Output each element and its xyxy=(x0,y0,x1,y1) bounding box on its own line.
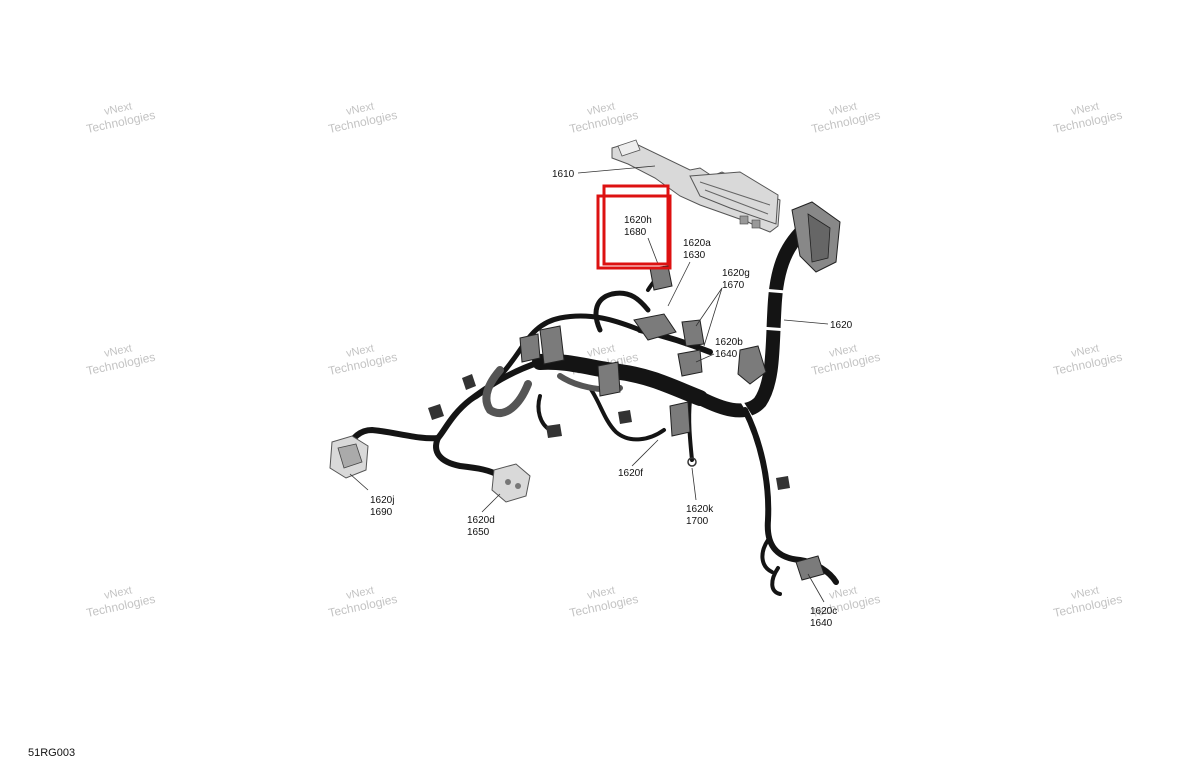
callout-1620h-ref[interactable]: 1620h xyxy=(624,215,652,226)
watermark: vNext Technologies xyxy=(327,342,398,378)
callout-1620d-qty[interactable]: 1650 xyxy=(467,527,490,538)
watermark: vNext Technologies xyxy=(568,584,639,620)
watermark-line1: vNext xyxy=(103,342,133,360)
watermark-line1: vNext xyxy=(586,100,616,118)
watermark: vNext Technologies xyxy=(327,584,398,620)
watermark: vNext Technologies xyxy=(810,100,881,136)
watermark-line1: vNext xyxy=(586,342,616,360)
callout-1620a-qty[interactable]: 1630 xyxy=(683,250,706,261)
watermark: vNext Technologies xyxy=(568,100,639,136)
callout-1620j-ref[interactable]: 1620j xyxy=(370,495,394,506)
callout-1620g-ref[interactable]: 1620g xyxy=(722,268,750,279)
watermark-line1: vNext xyxy=(828,342,858,360)
callout-1620-ref[interactable]: 1620 xyxy=(830,320,853,331)
watermark: vNext Technologies xyxy=(327,100,398,136)
callout-1620k-ref[interactable]: 1620k xyxy=(686,504,714,515)
watermark-line1: vNext xyxy=(586,584,616,602)
callout-1620h-qty[interactable]: 1680 xyxy=(624,227,647,238)
watermark: vNext Technologies xyxy=(1052,584,1123,620)
callout-1620b-ref[interactable]: 1620b xyxy=(715,337,743,348)
watermark: vNext Technologies xyxy=(85,100,156,136)
callout-1620c-ref[interactable]: 1620c xyxy=(810,606,837,617)
highlight-box xyxy=(596,184,672,270)
watermark-line1: vNext xyxy=(345,100,375,118)
watermark-line1: vNext xyxy=(103,584,133,602)
callout-1610-ref[interactable]: 1610 xyxy=(552,169,575,180)
callout-1620d-ref[interactable]: 1620d xyxy=(467,515,495,526)
callout-1620c-qty[interactable]: 1640 xyxy=(810,618,833,629)
watermark-line1: vNext xyxy=(828,584,858,602)
watermark: vNext Technologies xyxy=(85,584,156,620)
callout-1620f-ref[interactable]: 1620f xyxy=(618,468,643,479)
callout-1620b-qty[interactable]: 1640 xyxy=(715,349,738,360)
watermark: vNext Technologies xyxy=(1052,342,1123,378)
diagram-code: 51RG003 xyxy=(28,747,76,759)
watermark-line1: vNext xyxy=(1070,342,1100,360)
watermark-line1: vNext xyxy=(345,584,375,602)
callout-1620g-qty[interactable]: 1670 xyxy=(722,280,745,291)
watermark: vNext Technologies xyxy=(1052,100,1123,136)
watermark-line1: vNext xyxy=(1070,584,1100,602)
ecu-module-illustration[interactable] xyxy=(611,139,781,233)
callout-1620k-qty[interactable]: 1700 xyxy=(686,516,709,527)
watermark: vNext Technologies xyxy=(810,342,881,378)
watermark-line1: vNext xyxy=(103,100,133,118)
callout-labels: 1610 1620h 1680 1620a 1630 1620g 1670 16… xyxy=(370,169,853,629)
watermark-line1: vNext xyxy=(828,100,858,118)
wiring-harness-illustration[interactable] xyxy=(329,201,841,596)
watermarks: vNext Technologies vNext Technologies vN… xyxy=(85,100,1123,620)
watermark: vNext Technologies xyxy=(85,342,156,378)
callout-1620a-ref[interactable]: 1620a xyxy=(683,238,711,249)
watermark-line1: vNext xyxy=(345,342,375,360)
callout-1620j-qty[interactable]: 1690 xyxy=(370,507,393,518)
leader-lines xyxy=(349,165,829,603)
watermark-line1: vNext xyxy=(1070,100,1100,118)
